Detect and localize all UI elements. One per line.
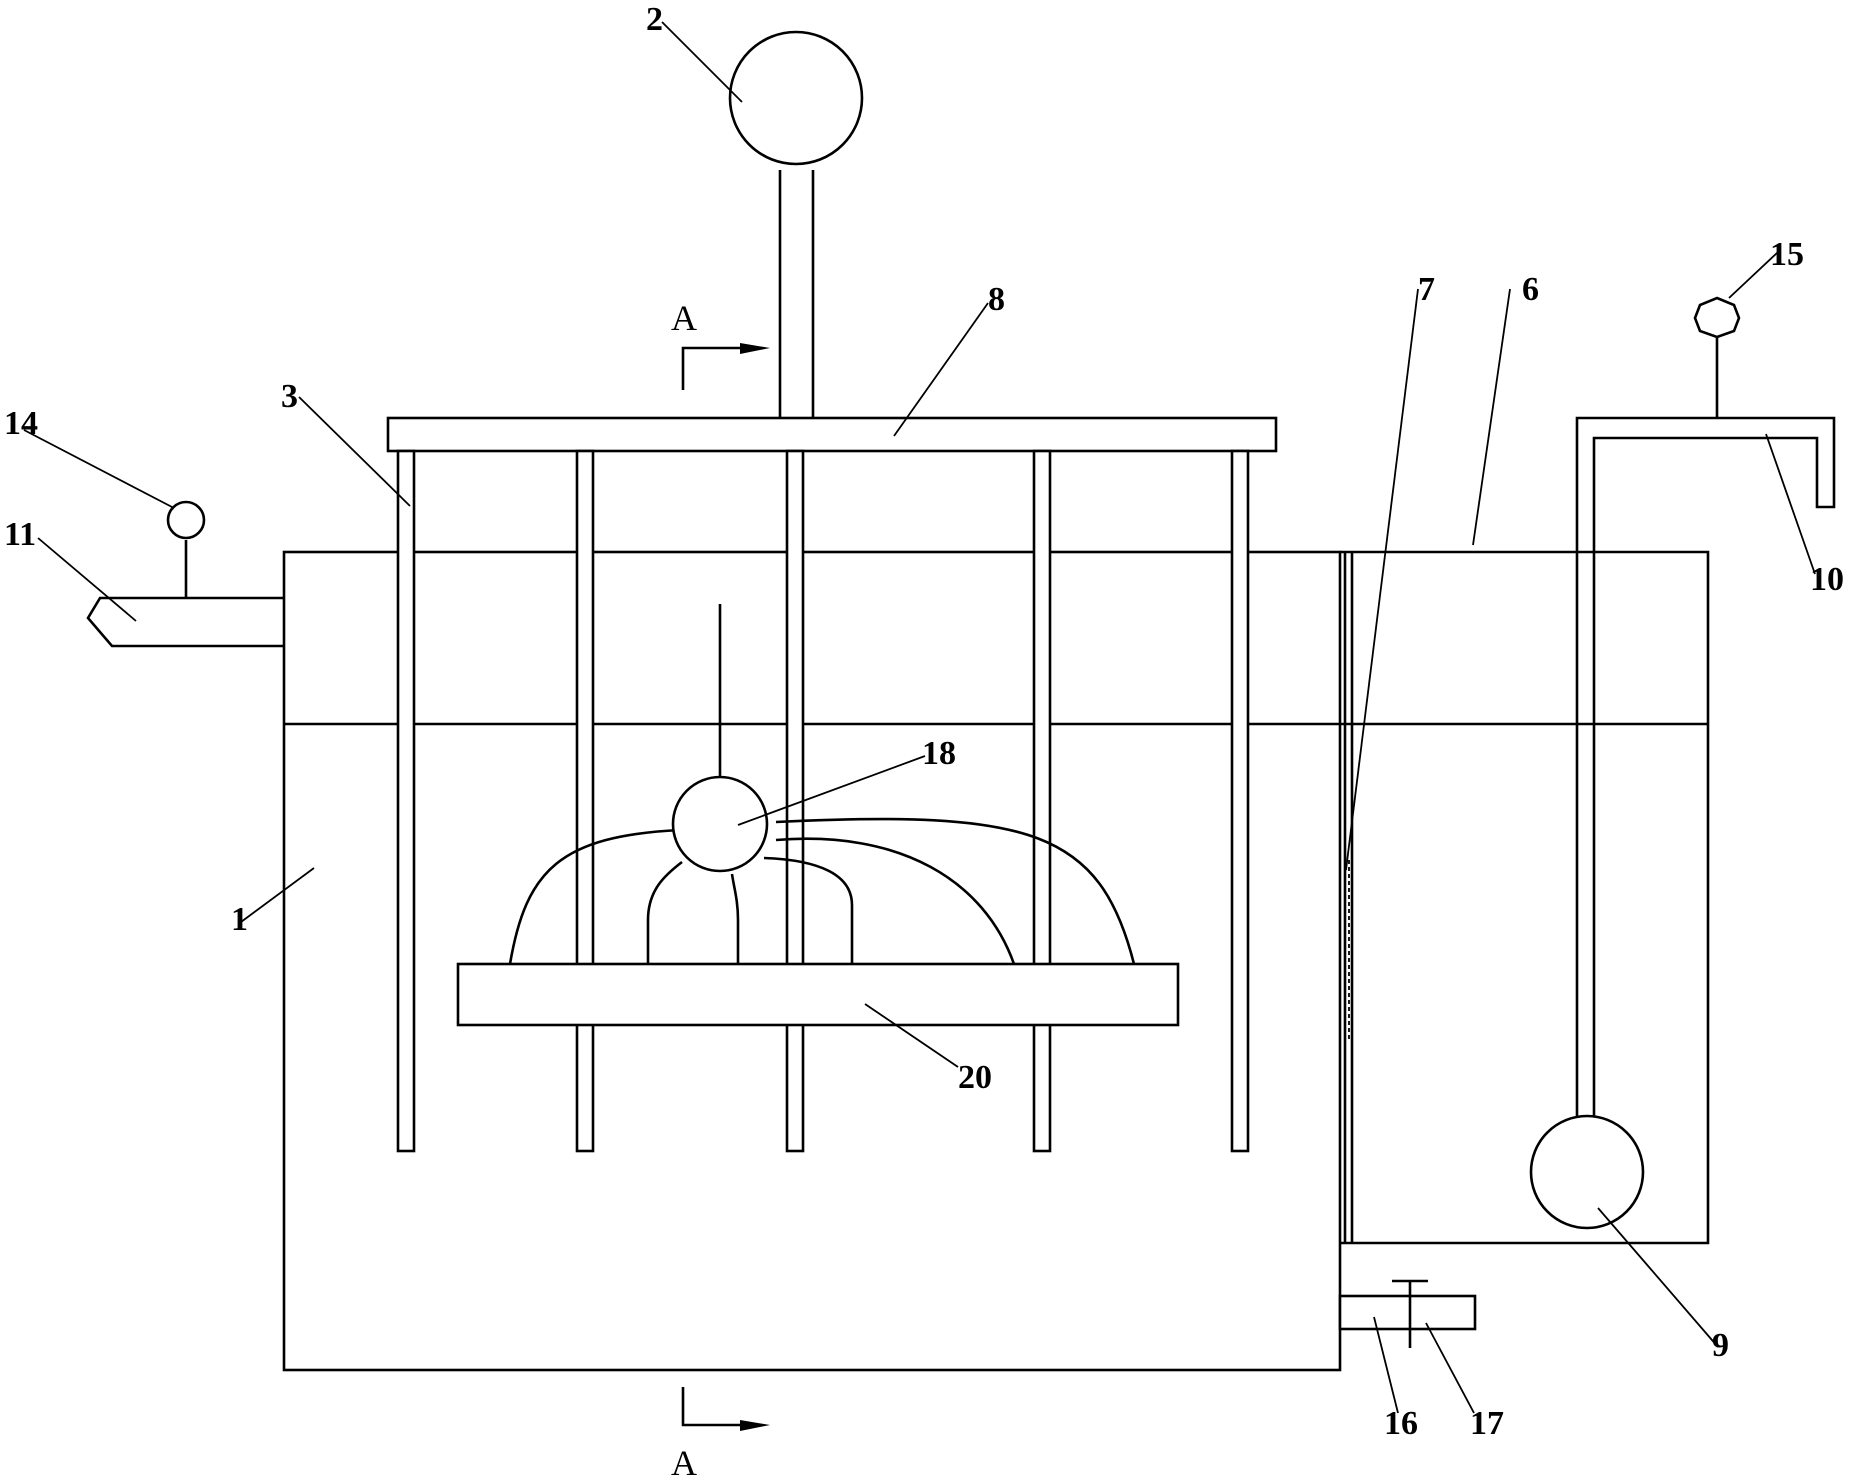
label-inlet-pipe: 11 — [4, 516, 36, 553]
label-diffuser-plate: 20 — [958, 1059, 992, 1096]
section-marker-top: A — [671, 298, 770, 390]
label-outlet-pipe: 10 — [1810, 561, 1844, 598]
drain-pipe — [1338, 1294, 1477, 1331]
inlet-valve — [166, 500, 206, 540]
rod — [575, 449, 595, 1153]
motor-assembly — [728, 30, 864, 418]
label-pump: 9 — [1712, 1327, 1729, 1364]
label-frame-plate: 8 — [988, 281, 1005, 318]
label-rod: 3 — [281, 378, 298, 415]
label-aerator: 18 — [922, 735, 956, 772]
frame-plate — [386, 416, 1278, 453]
main-tank — [282, 550, 1708, 1372]
label-screen: 7 — [1418, 271, 1435, 308]
label-drain-pipe: 16 — [1384, 1405, 1418, 1442]
part-labels: 2 3 14 11 1 8 7 6 15 10 18 20 9 16 17 — [4, 1, 1844, 1442]
leader-lines — [23, 21, 1816, 1414]
side-chamber — [1340, 550, 1710, 1245]
drain-assembly — [1338, 1279, 1477, 1348]
aerator — [671, 775, 769, 873]
outlet-assembly — [1529, 296, 1836, 1230]
outlet-valve — [1693, 296, 1741, 339]
aerator-assembly — [508, 604, 1136, 965]
label-tank: 1 — [231, 901, 248, 938]
rod-array — [396, 449, 1250, 1153]
label-inlet-valve: 14 — [4, 405, 38, 442]
rod — [1230, 449, 1250, 1153]
diffuser-plate — [456, 962, 1180, 1027]
label-motor: 2 — [646, 1, 663, 38]
motor — [728, 30, 864, 166]
section-letter-top: A — [671, 298, 697, 338]
inlet-pipe — [86, 500, 284, 648]
label-chamber: 6 — [1522, 271, 1539, 308]
pump — [1529, 1114, 1645, 1230]
label-outlet-valve: 15 — [1770, 236, 1804, 273]
rod — [1032, 449, 1052, 1153]
section-marker-bottom: A — [671, 1387, 770, 1481]
rod — [396, 449, 416, 1153]
section-letter-bottom: A — [671, 1443, 697, 1481]
label-drain-valve: 17 — [1470, 1405, 1504, 1442]
